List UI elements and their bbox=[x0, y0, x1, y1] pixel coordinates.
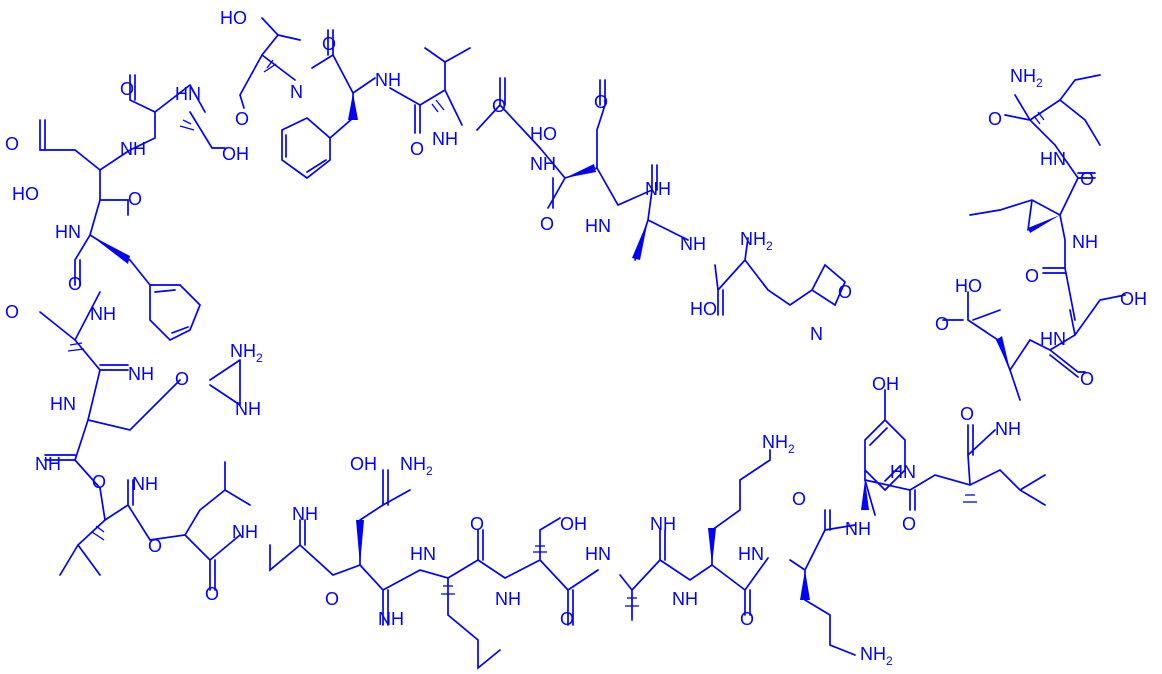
carbonyl-oxygen-label: NH bbox=[132, 474, 158, 494]
amide-nh-label: NH bbox=[995, 419, 1021, 439]
amide-nh-label: NH bbox=[90, 304, 116, 324]
carbonyl-oxygen-label: O bbox=[1080, 169, 1094, 189]
carbonyl-oxygen-label: HO bbox=[690, 299, 717, 319]
carbonyl-oxygen-label: O bbox=[322, 34, 336, 54]
carboxyl-oxygen-label: O bbox=[594, 92, 608, 112]
carbonyl-oxygen-label: O bbox=[410, 139, 424, 159]
carbonyl-oxygen-label: O bbox=[792, 489, 806, 509]
amide-nh-label: NH bbox=[120, 139, 146, 159]
lysine-amino-label: NH2 bbox=[860, 644, 893, 668]
carbonyl-oxygen-label: NH bbox=[128, 364, 154, 384]
amide-hn-label: HN bbox=[55, 222, 81, 242]
amide-nh-label: NH bbox=[495, 589, 521, 609]
amide-hn-label: NH bbox=[232, 522, 258, 542]
amide-nh-label: NH bbox=[680, 234, 706, 254]
hydroxyl-label: OH bbox=[1120, 289, 1147, 309]
hydroxyl-label: OH bbox=[560, 514, 587, 534]
carboxyl-oxygen-label: O bbox=[935, 314, 949, 334]
carboxyl-hydroxyl-label: HO bbox=[12, 184, 39, 204]
amide-hn-label: HN bbox=[585, 216, 611, 236]
carbonyl-oxygen-label: O bbox=[235, 109, 249, 129]
amide-hn-label: HN bbox=[50, 394, 76, 414]
carbonyl-oxygen-label: O bbox=[120, 79, 134, 99]
carbonyl-oxygen-label: O bbox=[540, 214, 554, 234]
carbonyl-oxygen-label: O bbox=[128, 189, 142, 209]
amide-nh-label: NH bbox=[845, 519, 871, 539]
hydroxyl-label: HO bbox=[220, 8, 247, 28]
carbonyl-oxygen-label: O bbox=[205, 584, 219, 604]
carbonyl-oxygen-label: O bbox=[988, 109, 1002, 129]
phenol-hydroxyl-label: OH bbox=[872, 374, 899, 394]
hydroxyl-label: OH bbox=[222, 144, 249, 164]
stereo-bonds bbox=[90, 93, 1060, 600]
lysine-amino-label: NH2 bbox=[762, 432, 795, 456]
carbonyl-oxygen-label: NH bbox=[292, 504, 318, 524]
guanidine-nh-label: O bbox=[175, 369, 189, 389]
amide-hn-label: HN bbox=[1040, 329, 1066, 349]
amide-nh-label: NH bbox=[375, 70, 401, 90]
carbonyl-oxygen-label: O bbox=[902, 514, 916, 534]
amino-label: NH2 bbox=[740, 229, 773, 253]
amide-nh2-label: NH2 bbox=[400, 454, 433, 478]
guanidine-amino-label: NH2 bbox=[230, 341, 263, 365]
guanidine-nh-label: NH bbox=[235, 399, 261, 419]
carboxyl-oxygen-label: O bbox=[5, 134, 19, 154]
carbonyl-oxygen-label: O bbox=[560, 609, 574, 629]
carbonyl-oxygen-label: O bbox=[1080, 369, 1094, 389]
carboxyl-hydroxyl-label: HO bbox=[955, 276, 982, 296]
carbonyl-oxygen-label: NH bbox=[650, 514, 676, 534]
carbonyl-oxygen-label: NH bbox=[645, 179, 671, 199]
carbonyl-oxygen-label: O bbox=[470, 514, 484, 534]
carbonyl-oxygen-label: O bbox=[492, 96, 506, 116]
amide-hn-label: HN bbox=[738, 544, 764, 564]
carbonyl-oxygen-label: O bbox=[960, 404, 974, 424]
carbonyl-oxygen-label: O bbox=[740, 609, 754, 629]
hydroxyl-label: O bbox=[5, 302, 19, 322]
imidazole-n-label: N bbox=[810, 324, 823, 344]
carbonyl-oxygen-label: NH bbox=[35, 454, 61, 474]
carbonyl-oxygen-label: O bbox=[68, 274, 82, 294]
amide-nh-label: NH bbox=[432, 129, 458, 149]
amide-nh-label: O bbox=[148, 536, 162, 556]
imidazole-nh-label: O bbox=[838, 282, 852, 302]
amide-nh-label: NH bbox=[1072, 232, 1098, 252]
amide-nh-label: NH bbox=[672, 589, 698, 609]
amide-nh-label: O bbox=[325, 589, 339, 609]
hashed-bonds bbox=[67, 59, 1045, 607]
amide-hn-label: HN bbox=[175, 84, 201, 104]
amide-hn-label: HN bbox=[585, 544, 611, 564]
atom-labels: HO O N NH HN NH O OH O HO O HN O O NH O … bbox=[5, 8, 1147, 668]
amide-hn-label: HN bbox=[410, 544, 436, 564]
carboxyl-hydroxyl-label: HO bbox=[530, 124, 557, 144]
amide-nitrogen-label: N bbox=[290, 82, 303, 102]
carbonyl-oxygen-label: O bbox=[1025, 266, 1039, 286]
amide-hn-label: HN bbox=[1040, 149, 1066, 169]
amide-carbonyl-label: OH bbox=[350, 454, 377, 474]
amide-nh-label: O bbox=[92, 472, 106, 492]
amide-nh-label: NH bbox=[530, 154, 556, 174]
bond-lines bbox=[39, 17, 1126, 670]
carbonyl-oxygen-label: NH bbox=[378, 609, 404, 629]
amide-hn-label: HN bbox=[890, 462, 916, 482]
terminal-amide-label: NH2 bbox=[1010, 66, 1043, 90]
